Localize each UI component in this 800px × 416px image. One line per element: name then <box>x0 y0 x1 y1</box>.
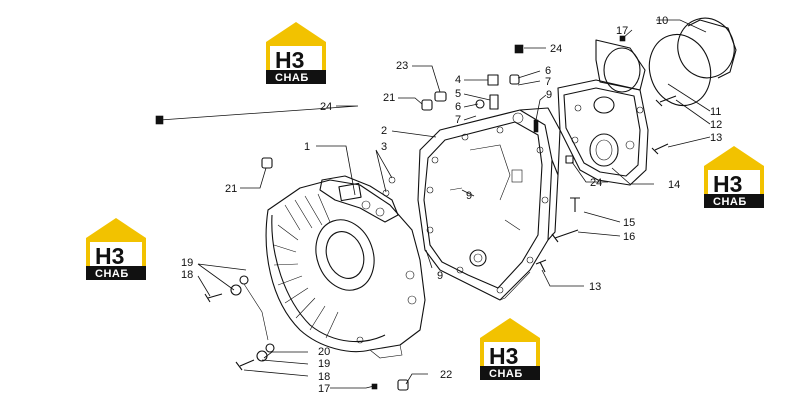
bolt-18 <box>204 293 255 371</box>
plug-21-top <box>421 99 433 111</box>
svg-text:CHAБ: CHAБ <box>489 368 523 380</box>
svg-text:H3: H3 <box>489 343 518 369</box>
callout-18: 18 <box>318 371 330 383</box>
bolt-13-bottom <box>535 259 547 273</box>
watermark-logo: H3 CHAБ <box>266 22 326 84</box>
svg-text:H3: H3 <box>713 171 742 197</box>
callout-6: 6 <box>545 65 551 77</box>
leader-lines <box>159 19 711 389</box>
callout-13: 13 <box>710 132 722 144</box>
svg-text:H3: H3 <box>275 47 304 73</box>
washer-19 <box>230 284 268 362</box>
callout-21: 21 <box>383 92 395 104</box>
callout-24: 24 <box>550 43 562 55</box>
callout-1: 1 <box>304 141 310 153</box>
callout-2: 2 <box>381 125 387 137</box>
callout-24: 24 <box>590 177 602 189</box>
main-housing-part <box>417 107 561 301</box>
callout-23: 23 <box>396 60 408 72</box>
end-cap-part <box>677 17 737 79</box>
svg-text:CHAБ: CHAБ <box>275 72 309 84</box>
callout-13: 13 <box>589 281 601 293</box>
valve-4 <box>487 74 499 86</box>
callout-9: 9 <box>466 190 472 202</box>
o-ring-part <box>648 33 712 107</box>
plug-22 <box>397 379 409 391</box>
plug-24-top <box>514 44 524 54</box>
bolt-13-top <box>651 143 669 155</box>
spring-5 <box>489 94 499 110</box>
callout-10: 10 <box>656 15 668 27</box>
bolt-16 <box>551 229 579 243</box>
plug-24-cover <box>565 155 574 164</box>
callout-4: 4 <box>455 74 461 86</box>
callout-16: 16 <box>623 231 635 243</box>
rear-cover-part <box>557 39 649 186</box>
washer-20 <box>239 275 275 353</box>
bolt-12 <box>655 95 677 107</box>
dowel-3 <box>382 176 396 197</box>
svg-text:CHAБ: CHAБ <box>713 196 747 208</box>
callout-6: 6 <box>455 101 461 113</box>
washer-6 <box>475 99 485 109</box>
svg-text:CHAБ: CHAБ <box>95 268 129 280</box>
callout-24: 24 <box>320 101 332 113</box>
plug-21-left <box>261 157 273 169</box>
callout-17: 17 <box>616 25 628 37</box>
watermark-logo: H3 CHAБ <box>86 218 146 280</box>
callout-9: 9 <box>437 270 443 282</box>
watermark-logo: H3 CHAБ <box>704 146 764 208</box>
callout-17: 17 <box>318 383 330 395</box>
watermark-logo: H3 CHAБ <box>480 318 540 380</box>
bolt-15 <box>570 197 580 212</box>
callout-22: 22 <box>440 369 452 381</box>
callout-18: 18 <box>181 269 193 281</box>
callout-14: 14 <box>668 179 680 191</box>
callout-3: 3 <box>381 141 387 153</box>
callout-15: 15 <box>623 217 635 229</box>
callout-5: 5 <box>455 88 461 100</box>
plug-6-right <box>509 74 520 85</box>
bell-housing-part <box>265 175 426 359</box>
callout-labels: 1 2 3 4 5 6 7 6 7 9 9 9 10 11 12 13 13 1… <box>181 15 722 395</box>
pin-9 <box>533 119 539 133</box>
callout-19: 19 <box>181 257 193 269</box>
callout-7: 7 <box>455 114 461 126</box>
callout-19: 19 <box>318 358 330 370</box>
callout-9: 9 <box>546 89 552 101</box>
pipe-line <box>243 283 269 341</box>
callout-11: 11 <box>710 106 721 118</box>
callout-12: 12 <box>710 119 722 131</box>
callout-20: 20 <box>318 346 330 358</box>
pin-17-top <box>619 35 626 42</box>
callout-7: 7 <box>545 76 551 88</box>
plug-23 <box>434 91 447 102</box>
callout-21: 21 <box>225 183 237 195</box>
svg-text:H3: H3 <box>95 243 124 269</box>
